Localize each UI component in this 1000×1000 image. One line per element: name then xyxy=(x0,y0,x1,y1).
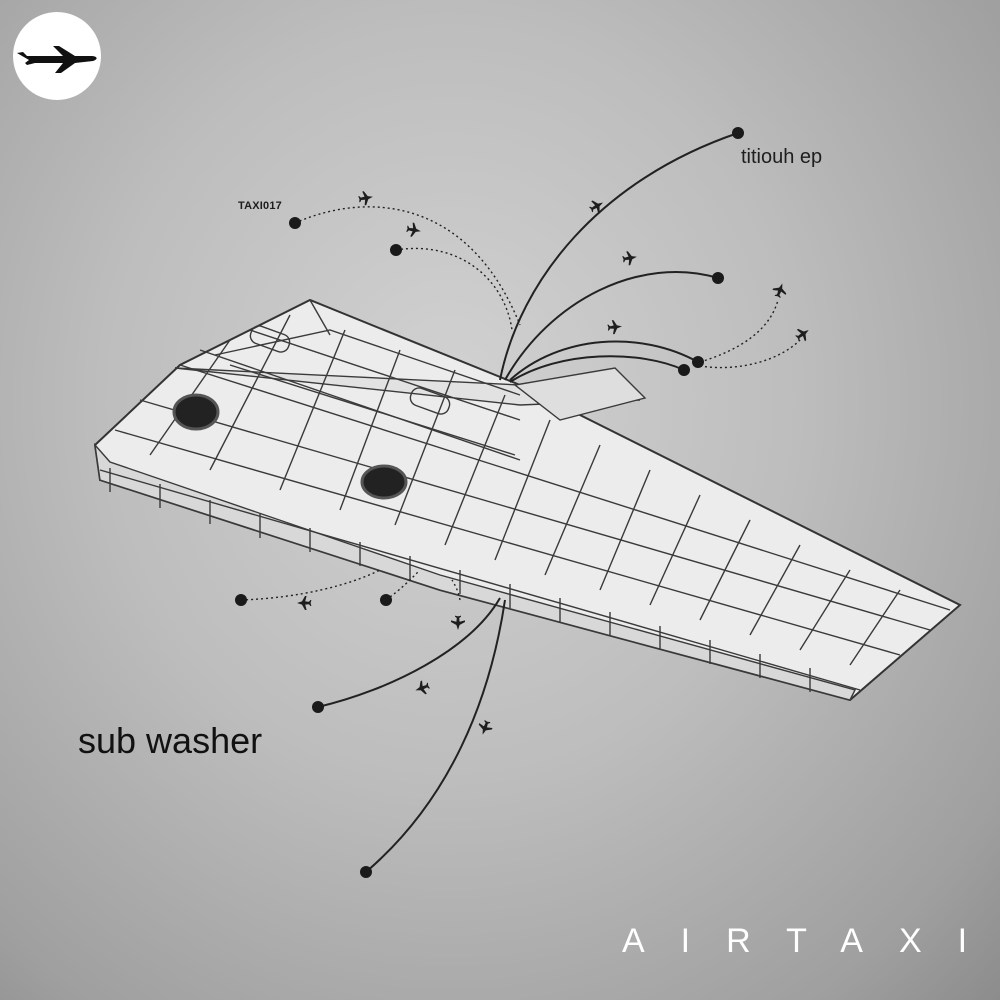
route-dot xyxy=(380,594,392,606)
wing-structure-icon xyxy=(93,298,962,702)
flight-routes xyxy=(317,132,739,873)
airplane-icon xyxy=(770,281,789,300)
route-dot xyxy=(692,356,704,368)
access-hole xyxy=(360,464,408,500)
route-dot xyxy=(712,272,724,284)
dotted-routes xyxy=(240,206,801,601)
airplane-icon xyxy=(17,46,97,73)
route-line xyxy=(504,270,719,381)
route-dot xyxy=(732,127,744,139)
route-line xyxy=(699,299,779,363)
route-line xyxy=(240,569,381,601)
airplane-icon xyxy=(587,196,607,216)
airplane-icon xyxy=(297,596,312,610)
route-line xyxy=(395,247,513,331)
airplane-icon xyxy=(357,189,375,207)
route-line xyxy=(317,597,501,708)
route-line xyxy=(509,355,685,383)
route-dot xyxy=(678,364,690,376)
airplane-icon xyxy=(476,718,495,737)
route-line xyxy=(365,599,506,873)
route-line xyxy=(499,132,739,381)
airplane-icon xyxy=(792,324,813,344)
route-line xyxy=(699,339,801,369)
catalog-number: TAXI017 xyxy=(238,200,282,212)
route-dot xyxy=(235,594,247,606)
route-dot xyxy=(390,244,402,256)
artist-name: sub washer xyxy=(78,720,263,761)
airplane-icon xyxy=(621,249,639,267)
route-line xyxy=(451,579,461,601)
route-dot xyxy=(312,701,324,713)
release-title: titiouh ep xyxy=(741,146,823,168)
airplane-icon xyxy=(413,678,432,697)
label-logo xyxy=(13,12,101,100)
route-dot xyxy=(360,866,372,878)
route-dot xyxy=(289,217,301,229)
route-line xyxy=(509,340,699,381)
access-hole xyxy=(172,393,220,431)
label-name: AIRTAXI xyxy=(622,922,1000,960)
airplane-icon xyxy=(607,319,623,335)
route-endpoints xyxy=(235,127,744,878)
airplane-icon xyxy=(451,615,465,630)
airplane-icon xyxy=(405,221,423,239)
